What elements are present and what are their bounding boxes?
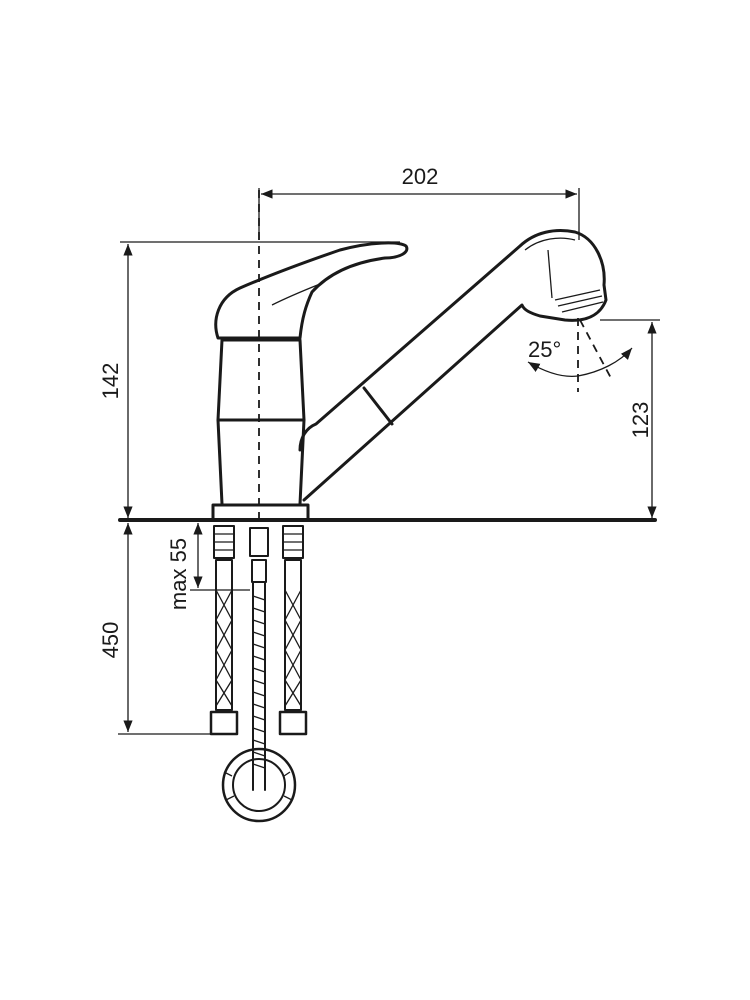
- dimension-reach: 202: [258, 164, 580, 240]
- dimension-spout-height: 123: [600, 319, 660, 518]
- hose-length-label: 450: [98, 622, 123, 659]
- dimension-max-thickness: max 55: [166, 523, 250, 610]
- total-height-label: 142: [98, 363, 123, 400]
- faucet-body: [211, 338, 310, 520]
- dimension-spray-angle: 25°: [527, 318, 633, 392]
- max-thickness-label: max 55: [166, 538, 191, 610]
- pull-out-spout: [298, 229, 608, 502]
- spray-angle-label: 25°: [528, 337, 561, 362]
- supply-hoses: [209, 525, 308, 736]
- spout-height-label: 123: [628, 402, 653, 439]
- spray-hose: [221, 527, 297, 823]
- lever-handle: [214, 241, 409, 340]
- reach-label: 202: [402, 164, 439, 189]
- dimension-hose-length: 450: [98, 523, 215, 735]
- dimension-total-height: 142: [98, 241, 400, 518]
